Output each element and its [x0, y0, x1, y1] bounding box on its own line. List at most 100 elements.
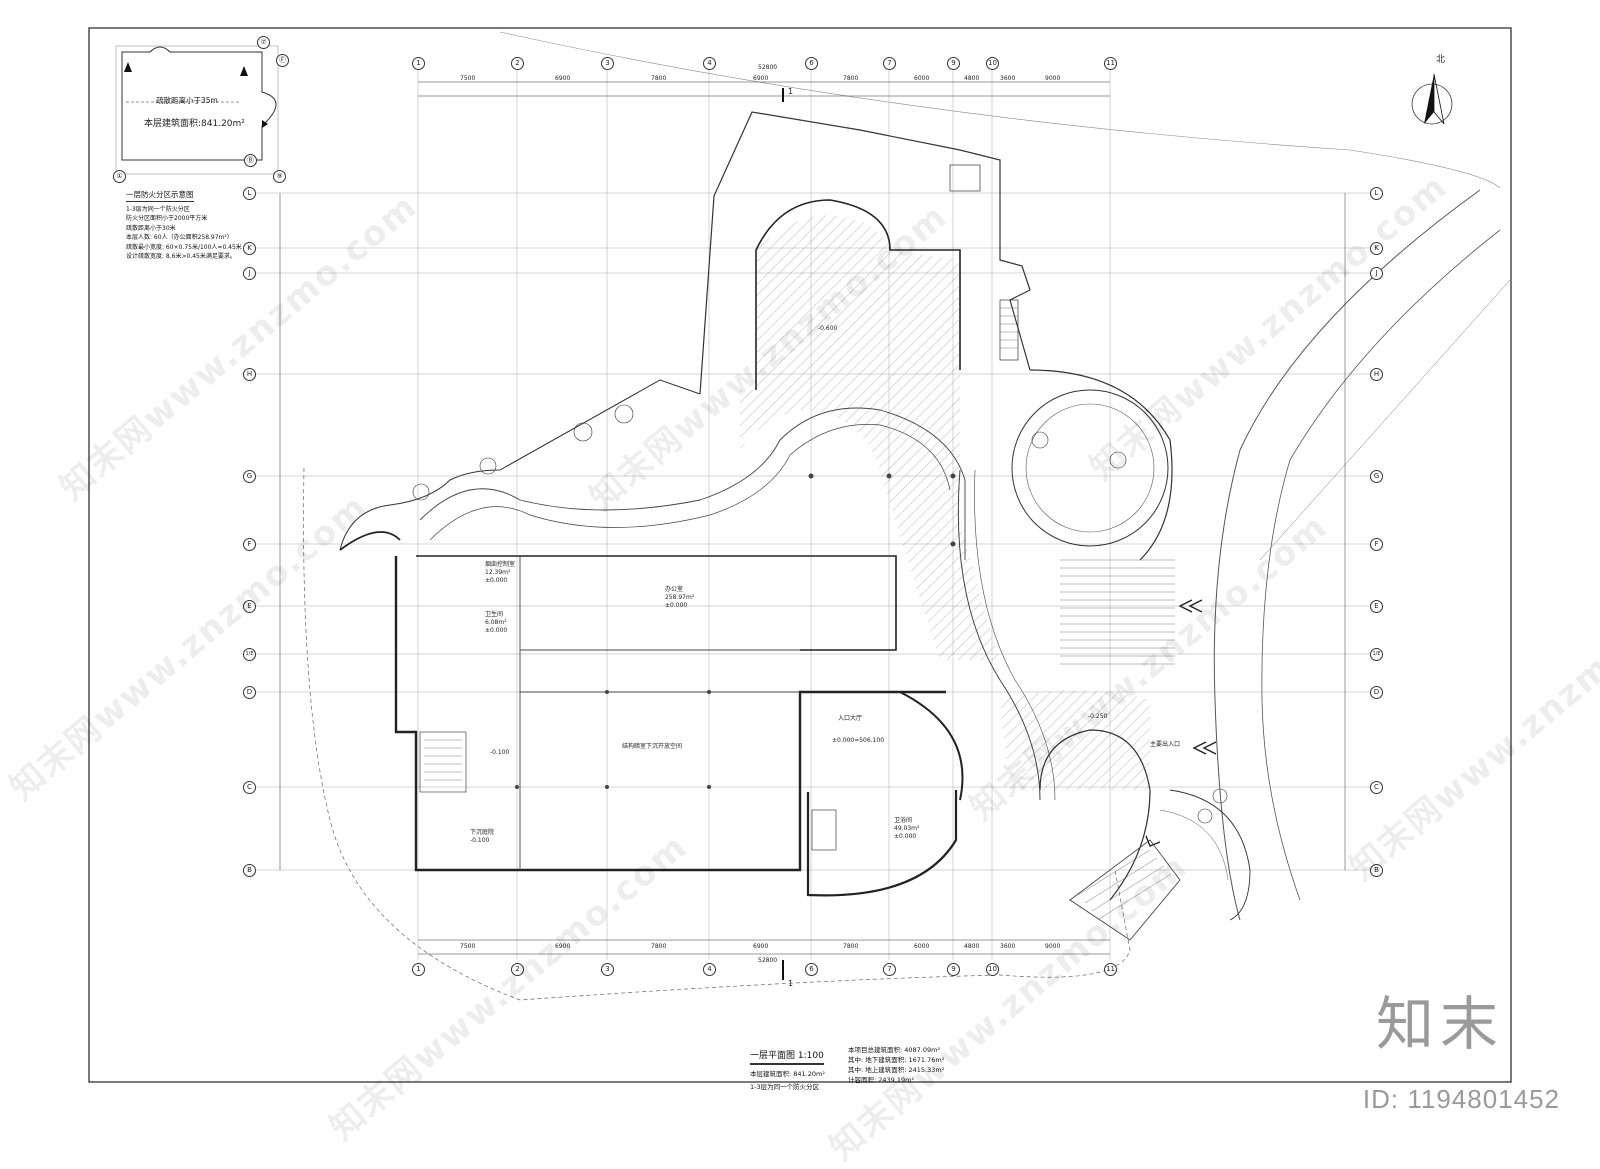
key-plan-distance-text: 疏散距离小于35m	[156, 96, 218, 105]
grid-col-top: 3	[601, 57, 614, 70]
grid-row-right: 1/E	[1370, 648, 1383, 661]
overall-dimension-top: 52800	[758, 64, 778, 71]
drawing-subtitle-zone: 1-3层为同一个防火分区	[750, 1083, 820, 1091]
elevation-label: -0.600	[818, 325, 838, 332]
brand-logo-text: 知末	[1375, 990, 1504, 1058]
grid-row-left: 1/E	[243, 648, 256, 661]
room-kitchen-area: 12.39m²	[485, 569, 511, 576]
drawing-scale: 1:100	[797, 1051, 824, 1061]
dimension-label: 6000	[914, 75, 930, 82]
grid-col-top: 6	[805, 57, 818, 70]
area-stat-line: 其中: 地下建筑面积: 1671.76m²	[848, 1056, 945, 1064]
grid-row-left: J	[243, 267, 256, 280]
grid-col-top: 1	[412, 57, 425, 70]
section-mark-bottom: 1	[788, 979, 794, 988]
grid-row-right: K	[1370, 242, 1383, 255]
floor-plan-drawing	[88, 27, 1512, 1083]
fire-zone-line: 1-3层为同一个防火分区	[126, 205, 190, 213]
grid-col-bottom: 6	[805, 963, 818, 976]
grid-col-top: 7	[883, 57, 896, 70]
fire-zone-legend-title: 一层防火分区示意图	[126, 190, 194, 202]
grid-row-right: C	[1370, 781, 1383, 794]
elevation-label: -0.100	[490, 749, 510, 756]
grid-col-bottom: 11	[1104, 963, 1117, 976]
area-statistics: 本项目总建筑面积: 4087.09m² 其中: 地下建筑面积: 1671.76m…	[848, 1045, 944, 1085]
grid-col-bottom: 9	[947, 963, 960, 976]
grid-row-right: E	[1370, 600, 1383, 613]
room-office-level: ±0.000	[665, 602, 688, 609]
grid-row-left: H	[243, 368, 256, 381]
section-mark-top: 1	[788, 87, 794, 96]
drawing-subtitle-area: 本层建筑面积: 841.20m²	[750, 1070, 825, 1078]
fire-zone-line: 疏散距离小于30米	[126, 224, 176, 232]
brand-id: ID: 1194801452	[1362, 1084, 1560, 1114]
grid-row-right: L	[1370, 187, 1383, 200]
grid-col-bottom: 2	[511, 963, 524, 976]
grid-row-left: G	[243, 470, 256, 483]
room-entrance-name: 主要出入口	[1150, 741, 1181, 748]
room-storage-level: ±0.000	[485, 627, 508, 634]
room-office-area: 258.97m²	[665, 594, 695, 601]
dimension-label: 4800	[964, 943, 980, 950]
dimension-label: 7500	[460, 75, 476, 82]
room-activity-name: 结构暗室下沉开放空间	[622, 743, 683, 750]
dimension-label: 3600	[1000, 943, 1016, 950]
room-lobby-level: ±0.000=506.100	[832, 737, 885, 744]
grid-row-left: B	[243, 864, 256, 877]
key-plan-grid-f: Ⓕ	[276, 54, 289, 67]
room-toilet-area: 49.03m²	[894, 825, 920, 832]
overall-dimension-bottom: 52800	[758, 957, 778, 964]
room-toilet-name: 卫浴间	[894, 817, 913, 824]
dimension-label: 6000	[914, 943, 930, 950]
grid-col-bottom: 1	[412, 963, 425, 976]
dimension-label: 7500	[460, 943, 476, 950]
grid-row-left: K	[243, 242, 256, 255]
grid-col-top: 4	[703, 57, 716, 70]
dimension-label: 3600	[1000, 75, 1016, 82]
key-plan-grid-b: Ⓑ	[244, 154, 257, 167]
grid-col-bottom: 4	[703, 963, 716, 976]
grid-row-left: F	[243, 538, 256, 551]
drawing-title: 一层平面图	[750, 1051, 796, 1061]
room-kitchen-name: 烟囱控制室	[485, 561, 516, 568]
fire-zone-line: 疏散最小宽度: 60×0.75米/100人=0.45米	[126, 243, 242, 251]
dimension-label: 9000	[1045, 943, 1061, 950]
dimension-label: 7800	[843, 75, 859, 82]
dimension-label: 9000	[1045, 75, 1061, 82]
grid-col-bottom: 10	[986, 963, 999, 976]
grid-row-right: F	[1370, 538, 1383, 551]
room-storage-area: 6.08m²	[485, 619, 507, 626]
fire-zone-legend: 一层防火分区示意图 1-3层为同一个防火分区 防火分区面积小于2000平方米 疏…	[126, 190, 242, 262]
grid-row-right: B	[1370, 864, 1383, 877]
fire-zone-line: 本层人数: 60人（办公面积258.97m²）	[126, 234, 233, 241]
grid-row-right: H	[1370, 368, 1383, 381]
room-courtyard-name: 下沉庭院	[470, 829, 495, 836]
key-plan-grid-9: ⑨	[273, 170, 286, 183]
dimension-label: 6900	[753, 75, 769, 82]
grid-row-left: D	[243, 686, 256, 699]
fire-zone-line: 设计疏散宽度: 8.6米>0.45米满足要求。	[126, 253, 236, 260]
grid-col-bottom: 3	[601, 963, 614, 976]
area-stat-line: 其中: 地上建筑面积: 2415.33m²	[848, 1066, 945, 1074]
room-lobby-name: 入口大厅	[838, 715, 863, 722]
grid-row-left: E	[243, 600, 256, 613]
grid-col-top: 10	[986, 57, 999, 70]
dimension-label: 4800	[964, 75, 980, 82]
grid-row-right: G	[1370, 470, 1383, 483]
area-stat-line: 计容面积: 2439.19m²	[848, 1076, 915, 1084]
key-plan-area-text: 本层建筑面积:841.20m²	[144, 119, 245, 129]
fire-zone-line: 防火分区面积小于2000平方米	[126, 215, 208, 222]
grid-col-bottom: 7	[883, 963, 896, 976]
room-office-name: 办公室	[665, 586, 684, 593]
grid-col-top: 2	[511, 57, 524, 70]
room-kitchen-level: ±0.000	[485, 577, 508, 584]
dimension-label: 6900	[555, 75, 571, 82]
key-plan-grid-1: ①	[113, 170, 126, 183]
dimension-label: 7800	[651, 943, 667, 950]
dimension-label: 7800	[651, 75, 667, 82]
room-storage-name: 卫生间	[485, 611, 504, 618]
area-stat-line: 本项目总建筑面积: 4087.09m²	[848, 1046, 941, 1054]
elevation-label: -0.250	[1088, 713, 1108, 720]
grid-row-left: C	[243, 781, 256, 794]
grid-col-top: 11	[1104, 57, 1117, 70]
